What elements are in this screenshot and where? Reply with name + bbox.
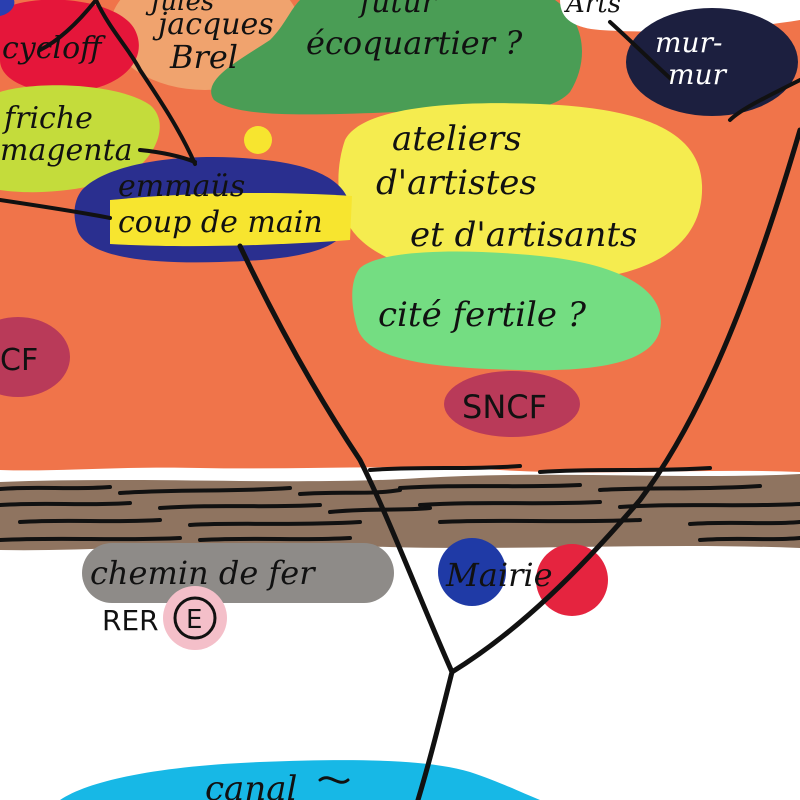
ateliers-label-line2: d'artistes: [376, 163, 537, 203]
murmur-link-line: [608, 20, 674, 82]
sncf-left-partial-label: CF: [0, 343, 38, 378]
rer-badge-bg: [163, 586, 227, 650]
ecoquartier-blob: [211, 0, 583, 115]
track-line: [0, 485, 402, 496]
ateliers-blob: [338, 103, 703, 282]
sncf-left-blob: [0, 317, 70, 397]
mairie-red-dot: [536, 544, 608, 616]
cite-fertile-blob: [352, 251, 661, 371]
friche-label-line1: friche: [2, 101, 93, 136]
cycloff-link-line: [38, 0, 98, 52]
emmaus-label-line1: emmaüs: [118, 169, 245, 204]
track-line: [398, 483, 762, 492]
brel-label-line2: Brel: [169, 38, 238, 76]
cycloff-label: cycloff: [2, 31, 106, 66]
brel-label-line1: jacques: [152, 7, 274, 42]
rail-tracks: [0, 464, 800, 542]
sncf-blob: [444, 371, 580, 437]
murmur-blob: [626, 8, 798, 116]
friche-blob: [0, 85, 160, 193]
rer-line-letter: E: [186, 605, 202, 635]
chemin-de-fer-blob: [82, 543, 394, 603]
cite-fertile-label: cité fertile ?: [378, 295, 587, 335]
track-line: [418, 500, 800, 509]
ateliers-label-line1: ateliers: [392, 119, 522, 159]
brel-partial-label: Jules: [145, 0, 214, 17]
friche-link-line: [138, 148, 197, 164]
canal-wave-mark: [318, 776, 350, 784]
friche-label-line2: magenta: [0, 133, 133, 168]
track-line: [698, 536, 800, 542]
chemin-de-fer-label: chemin de fer: [90, 554, 316, 592]
track-line: [368, 464, 712, 474]
emmaus-upper-line: [94, 0, 197, 166]
cycloff-blob: [0, 0, 139, 93]
emmaus-label-line2: coup de main: [118, 205, 323, 240]
canal-water: [60, 760, 540, 800]
right-branch-line: [449, 127, 800, 675]
emmaus-yellow-dot: [244, 126, 272, 154]
arts-partial-label: Arts: [564, 0, 621, 19]
sncf-label: SNCF: [462, 388, 547, 426]
murmur-branch-line: [728, 78, 800, 122]
rer-label: RER: [102, 604, 159, 637]
emmaus-yellow-band: [110, 193, 352, 247]
ateliers-label-line3: et d'artisants: [410, 215, 638, 255]
track-line: [438, 518, 800, 526]
mairie-blue-dot: [438, 538, 506, 606]
track-line: [0, 536, 352, 542]
ecoquartier-partial-label: futur: [358, 0, 438, 20]
murmur-label-line1: mur-: [655, 26, 722, 59]
murmur-label-line2: mur: [668, 58, 728, 91]
track-line: [18, 518, 362, 527]
canal-label: canal: [205, 769, 297, 800]
rail-band: [0, 474, 800, 551]
mairie-label: Mairie: [445, 556, 553, 594]
left-branch-line: [0, 198, 112, 220]
blue-corner-blob: [0, 0, 15, 16]
main-trunk-line: [237, 243, 455, 800]
ecoquartier-label: écoquartier ?: [306, 24, 523, 62]
circled-letter-icon: E: [173, 596, 217, 640]
